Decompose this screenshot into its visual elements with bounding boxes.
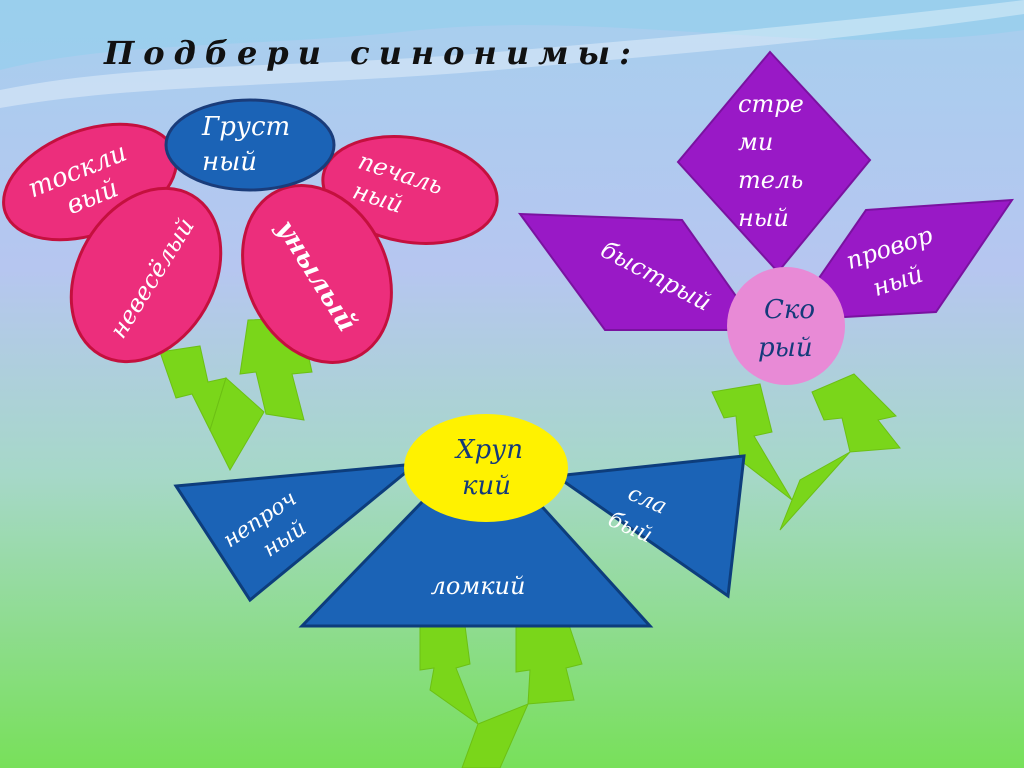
svg-text:ломкий: ломкий — [431, 572, 526, 600]
center-label: ный — [202, 147, 257, 177]
center-label: Ско — [764, 295, 815, 325]
center-label: кий — [462, 471, 511, 501]
center-grustny[interactable]: Груст ный — [166, 100, 334, 190]
petal-label: ломкий — [431, 572, 526, 600]
petal-label: стре — [738, 90, 804, 118]
petal-label: ми — [738, 128, 773, 156]
center-khrupky[interactable]: Хруп кий — [404, 414, 568, 522]
center-label: рый — [758, 333, 813, 363]
slide-title: Подбери синонимы: — [104, 34, 640, 72]
center-skory[interactable]: Ско рый — [727, 267, 845, 385]
center-label: Груст — [201, 112, 290, 142]
petal-label: ный — [738, 204, 789, 232]
petal-label: тель — [738, 166, 803, 194]
center-label: Хруп — [454, 435, 523, 465]
